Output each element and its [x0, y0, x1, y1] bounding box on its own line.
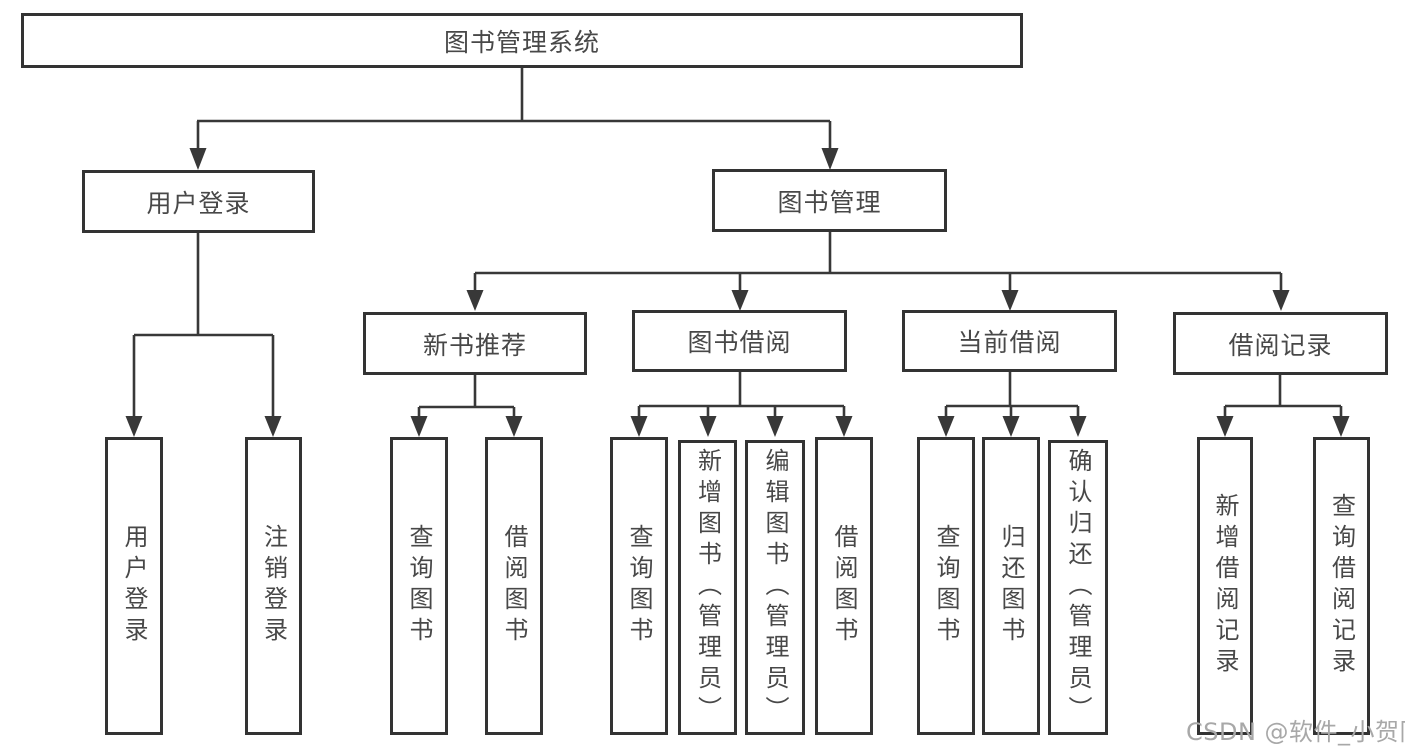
node-current-borrow-label: 当前借阅	[957, 328, 1062, 357]
connector-user-login-to-leaves	[125, 233, 282, 437]
leaf-return-books: 归还图书	[982, 437, 1040, 735]
leaf-query-books-1-label: 查询图书	[405, 524, 433, 648]
leaf-edit-book-admin-label: 编辑图书（管理员）	[761, 448, 789, 727]
node-borrow-records: 借阅记录	[1173, 312, 1388, 375]
leaf-logout-label: 注销登录	[259, 524, 288, 648]
csdn-watermark: CSDN @软件_小贺同学	[1186, 718, 1405, 746]
connector-book-management-to-level3	[466, 232, 1290, 311]
leaf-add-book-admin-label: 新增图书（管理员）	[693, 448, 722, 727]
leaf-query-borrow-record-label: 查询借阅记录	[1327, 493, 1356, 679]
leaf-query-borrow-record: 查询借阅记录	[1313, 437, 1370, 735]
node-user-login: 用户登录	[82, 170, 315, 233]
leaf-borrow-books-2-label: 借阅图书	[830, 524, 858, 648]
node-root-label: 图书管理系统	[443, 27, 600, 57]
leaf-user-login-label: 用户登录	[120, 524, 148, 648]
leaf-confirm-return-admin-label: 确认归还（管理员）	[1064, 448, 1092, 727]
node-new-book-recommend: 新书推荐	[363, 312, 587, 375]
leaf-query-books-3: 查询图书	[917, 437, 975, 735]
node-current-borrow: 当前借阅	[902, 310, 1117, 372]
leaf-edit-book-admin: 编辑图书（管理员）	[745, 440, 805, 735]
leaf-query-books-2: 查询图书	[610, 437, 668, 735]
connector-book-borrow-to-leaves	[630, 372, 853, 437]
connector-new-book-recommend-to-leaves	[410, 375, 523, 437]
leaf-logout: 注销登录	[245, 437, 302, 735]
node-book-borrow-label: 图书借阅	[687, 328, 792, 357]
node-book-borrow: 图书借阅	[632, 310, 847, 372]
leaf-add-borrow-record: 新增借阅记录	[1197, 437, 1253, 735]
leaf-return-books-label: 归还图书	[997, 524, 1025, 648]
leaf-borrow-books-1: 借阅图书	[485, 437, 543, 735]
connector-root-to-level2	[189, 68, 839, 170]
leaf-confirm-return-admin: 确认归还（管理员）	[1048, 440, 1108, 735]
leaf-query-books-1: 查询图书	[390, 437, 448, 735]
node-book-management-label: 图书管理	[777, 187, 882, 217]
connector-current-borrow-to-leaves	[937, 372, 1087, 437]
leaf-borrow-books-2: 借阅图书	[815, 437, 873, 735]
node-borrow-records-label: 借阅记录	[1228, 330, 1333, 360]
node-root: 图书管理系统	[21, 13, 1023, 68]
node-book-management: 图书管理	[712, 169, 947, 232]
node-new-book-recommend-label: 新书推荐	[422, 330, 527, 360]
connector-borrow-records-to-leaves	[1216, 375, 1350, 437]
leaf-add-book-admin: 新增图书（管理员）	[678, 440, 737, 735]
leaf-query-books-2-label: 查询图书	[625, 524, 653, 648]
leaf-user-login: 用户登录	[105, 437, 163, 735]
leaf-query-books-3-label: 查询图书	[932, 524, 960, 648]
node-user-login-label: 用户登录	[146, 188, 251, 218]
leaf-add-borrow-record-label: 新增借阅记录	[1211, 493, 1239, 679]
leaf-borrow-books-1-label: 借阅图书	[500, 524, 528, 648]
